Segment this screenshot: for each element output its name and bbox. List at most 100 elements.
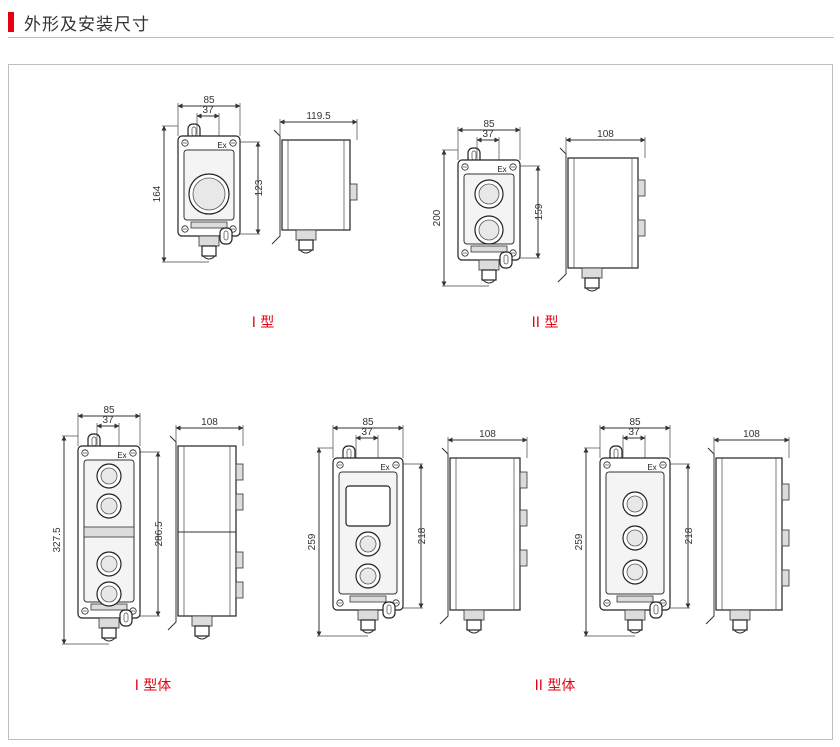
cable-gland-nut	[729, 609, 751, 621]
type1combo-side-depth-label: 108	[201, 417, 218, 428]
push-button-cap	[478, 219, 500, 241]
section-header: 外形及安装尺寸	[0, 0, 840, 42]
cable-gland-nut	[624, 609, 646, 621]
enclosure-side	[449, 457, 521, 611]
button-profile	[781, 483, 790, 501]
enclosure-side	[715, 457, 783, 611]
type2-front-width-label: 85	[483, 119, 495, 130]
ex-mark: Ex	[497, 165, 506, 174]
enclosure-side	[567, 157, 639, 269]
cable-gland-tip	[102, 637, 116, 642]
button-profile	[781, 529, 790, 547]
nameplate	[190, 221, 228, 229]
cable-gland-nut	[463, 609, 485, 621]
caption-type2-text: II 型	[532, 315, 559, 331]
type2comboB-front-width-label: 85	[629, 417, 641, 428]
cable-gland-body	[101, 627, 117, 639]
button-profile	[235, 581, 244, 599]
type2-front-gland-label: 37	[482, 129, 494, 140]
indicator-window	[345, 485, 391, 527]
cable-gland-body	[481, 269, 497, 281]
mounting-slot	[653, 604, 659, 615]
cable-gland-tip	[361, 629, 375, 634]
mounting-lug	[219, 227, 233, 245]
wall-bracket	[557, 147, 567, 283]
button-profile	[781, 569, 790, 587]
push-button-cap	[626, 529, 644, 547]
type2-side-depth-label: 108	[597, 129, 614, 140]
cable-gland-body	[466, 619, 482, 631]
mounting-slot	[503, 254, 509, 265]
cable-gland-tip	[467, 629, 481, 634]
cable-gland-body	[584, 277, 600, 289]
wall-bracket	[167, 435, 177, 631]
enclosure-side	[177, 445, 237, 617]
push-button-cap	[359, 567, 377, 585]
button-profile	[519, 509, 528, 527]
caption-type2: II 型	[532, 315, 559, 331]
header-divider	[8, 37, 834, 38]
button-profile	[235, 551, 244, 569]
caption-type1-combo-text: I 型体	[135, 678, 172, 694]
push-button-cap	[100, 585, 118, 603]
caption-type1-combo: I 型体	[135, 678, 172, 694]
push-button-cap	[478, 183, 500, 205]
type2comboB-front-height-label: 259	[574, 533, 585, 550]
button-profile	[519, 549, 528, 567]
wall-bracket	[439, 447, 449, 625]
enclosure-side	[281, 139, 351, 231]
push-button-cap	[100, 555, 118, 573]
type2-front-height-label: 200	[432, 209, 443, 226]
type2-front-hole-label: 159	[534, 203, 545, 220]
type2comboA-front-height-label: 259	[307, 533, 318, 550]
button-profile	[637, 219, 646, 237]
button-profile	[637, 179, 646, 197]
type1combo-side: 108	[167, 417, 244, 640]
caption-type2-combo: II 型体	[535, 678, 576, 694]
type1combo-front-gland-label: 37	[102, 415, 114, 426]
mounting-lug	[499, 251, 513, 269]
type2comboA-side-depth-label: 108	[479, 429, 496, 440]
type2comboA-front-gland-label: 37	[361, 427, 373, 438]
push-button-cap	[100, 467, 118, 485]
button-profile	[519, 471, 528, 489]
header-accent-bar	[8, 12, 14, 32]
type1-front-width-label: 85	[203, 95, 215, 106]
type2comboA-side: 108	[439, 429, 528, 634]
type2-side: 108	[557, 129, 646, 292]
button-profile	[349, 183, 358, 201]
button-profile	[235, 493, 244, 511]
type1-side: 119.5	[271, 111, 358, 254]
type1combo-front-height-label: 327.5	[52, 527, 63, 552]
cable-gland-tip	[585, 287, 599, 292]
type1combo-front-width-label: 85	[103, 405, 115, 416]
type1-side-depth-label: 119.5	[306, 111, 331, 122]
type2comboB-front-hole-label: 218	[684, 527, 695, 544]
type2comboB-side: 108	[705, 429, 790, 634]
type1combo-front-hole-label: 286.5	[154, 521, 165, 546]
mounting-slot	[386, 604, 392, 615]
mounting-slot	[123, 612, 129, 623]
type2comboA-front-width-label: 85	[362, 417, 374, 428]
cable-gland-nut	[98, 617, 120, 629]
cable-gland-tip	[202, 255, 216, 260]
cable-gland-body	[627, 619, 643, 631]
cable-gland-tip	[482, 279, 496, 284]
push-button-cap	[359, 535, 377, 553]
ex-mark: Ex	[380, 463, 389, 472]
ex-mark: Ex	[647, 463, 656, 472]
cable-gland-nut	[198, 235, 220, 247]
caption-type1: I 型	[252, 315, 275, 331]
cable-gland-nut	[295, 229, 317, 241]
push-button-cap	[626, 563, 644, 581]
wall-bracket	[271, 129, 281, 245]
drawing-panel	[8, 64, 833, 740]
cable-gland-tip	[299, 249, 313, 254]
mounting-lug	[649, 601, 663, 619]
type2comboB-side-depth-label: 108	[743, 429, 760, 440]
push-button-cap	[192, 177, 226, 211]
